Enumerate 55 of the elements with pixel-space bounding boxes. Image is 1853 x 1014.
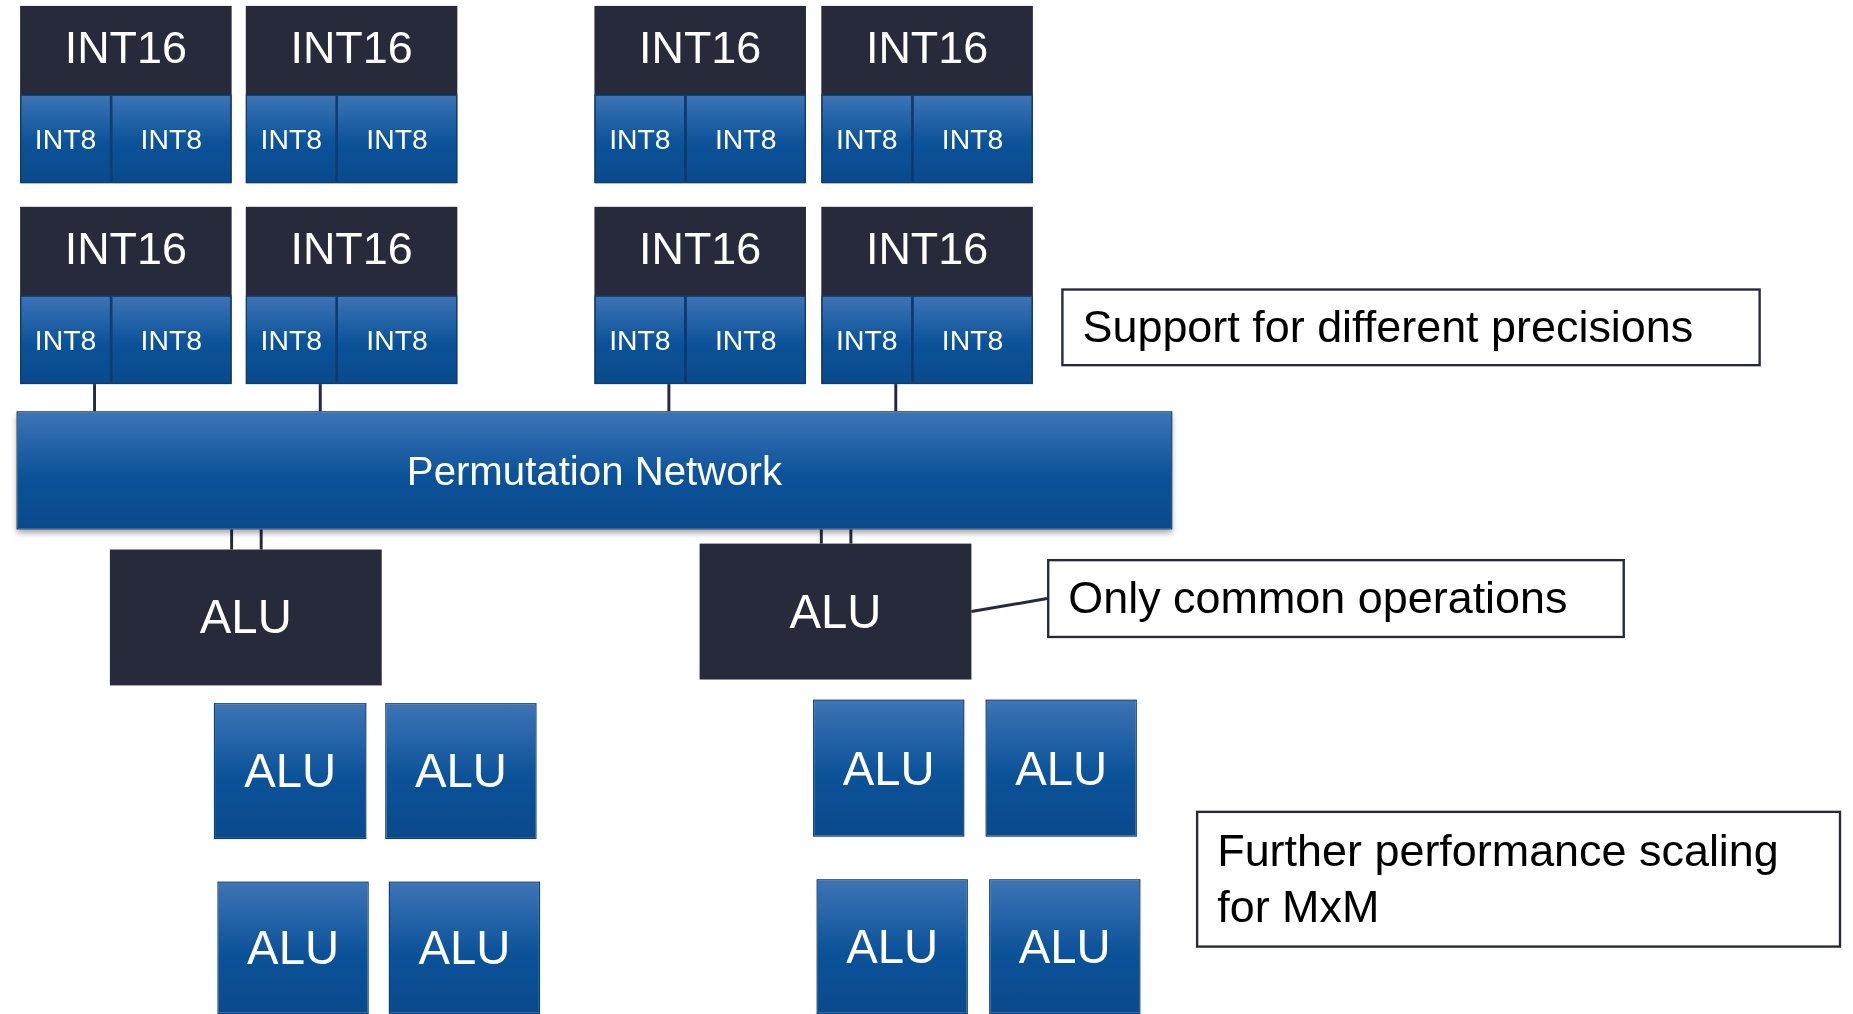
- block-label: INT16: [864, 223, 990, 275]
- int8-block: INT8: [20, 94, 112, 184]
- leader-line: [971, 597, 1048, 613]
- callout-box: Only common operations: [1047, 558, 1625, 639]
- connector-line: [849, 529, 853, 544]
- alu-block: ALU: [213, 703, 367, 840]
- int8-block: INT8: [111, 295, 232, 385]
- block-label: INT16: [864, 22, 990, 74]
- int8-block: INT8: [912, 295, 1033, 385]
- alu-block: ALU: [985, 699, 1137, 837]
- callout-box: Support for different precisions: [1061, 288, 1761, 367]
- alu-block: ALU: [699, 543, 972, 680]
- alu-block: ALU: [388, 881, 541, 1014]
- block-label: INT16: [638, 22, 763, 74]
- alu-block: ALU: [109, 549, 382, 686]
- int8-block: INT8: [821, 94, 913, 184]
- block-label: INT16: [289, 22, 414, 74]
- int8-block: INT8: [685, 295, 806, 385]
- int16-block: [245, 5, 458, 184]
- int8-block: INT8: [245, 94, 337, 184]
- alu-block: ALU: [385, 703, 537, 840]
- alu-block: ALU: [813, 699, 965, 837]
- int8-block: INT8: [685, 94, 806, 184]
- int16-block: [594, 206, 806, 385]
- int8-block: INT8: [912, 94, 1033, 184]
- connector-line: [230, 529, 234, 550]
- int16-block: [20, 5, 232, 184]
- block-label: INT16: [289, 223, 414, 275]
- connector-line: [667, 384, 671, 412]
- connector-line: [894, 384, 898, 412]
- network-bar: Permutation Network: [16, 411, 1173, 530]
- int8-block: INT8: [245, 295, 337, 385]
- int16-block: [20, 206, 232, 385]
- int8-block: INT8: [594, 295, 686, 385]
- alu-block: ALU: [217, 881, 369, 1014]
- connector-line: [259, 529, 263, 550]
- int16-block: [245, 206, 458, 385]
- connector-line: [93, 384, 96, 412]
- block-label: INT16: [638, 223, 763, 275]
- connector-line: [318, 384, 322, 412]
- int16-block: [594, 5, 806, 184]
- int8-block: INT8: [336, 94, 458, 184]
- int16-block: [821, 5, 1033, 184]
- int8-block: INT8: [821, 295, 913, 385]
- int8-block: INT8: [20, 295, 112, 385]
- alu-block: ALU: [816, 879, 968, 1014]
- callout-box: Further performance scaling for MxM: [1195, 810, 1842, 948]
- int8-block: INT8: [336, 295, 458, 385]
- alu-block: ALU: [989, 879, 1141, 1014]
- int16-block: [821, 206, 1033, 385]
- connector-line: [819, 529, 823, 544]
- int8-block: INT8: [594, 94, 686, 184]
- block-label: INT16: [63, 223, 188, 275]
- int8-block: INT8: [111, 94, 232, 184]
- block-label: INT16: [63, 22, 188, 74]
